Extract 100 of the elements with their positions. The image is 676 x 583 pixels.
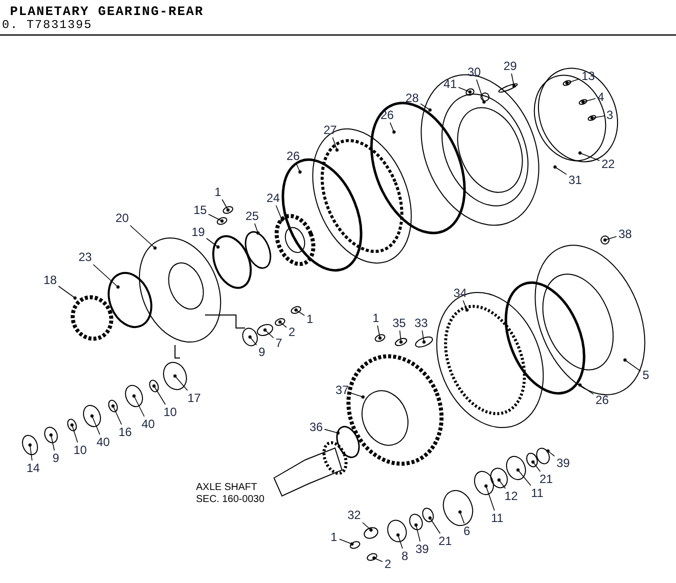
leader-line <box>516 468 532 486</box>
leader-line <box>28 443 32 461</box>
leader-line <box>484 484 495 511</box>
leader-line <box>173 374 188 391</box>
callout-number: 41 <box>442 78 458 90</box>
shaft-note: AXLE SHAFT SEC. 160-0030 <box>196 482 266 506</box>
leader-line <box>578 383 594 395</box>
callout-number: 32 <box>346 508 362 522</box>
callout-number: 13 <box>580 70 596 82</box>
leader-line <box>294 308 305 316</box>
leader-line <box>458 510 465 524</box>
callout-number: 5 <box>642 368 650 382</box>
callout-number: 1 <box>372 312 380 324</box>
leader-line <box>565 78 580 85</box>
leader-line <box>462 300 469 312</box>
callout-number: 38 <box>618 228 633 240</box>
callout-number: 39 <box>556 456 571 470</box>
title: PLANETARY GEARING-REAR <box>10 4 204 19</box>
callout-number: 40 <box>140 418 156 430</box>
callout-number: 37 <box>334 384 350 396</box>
leader-line <box>90 414 100 435</box>
leader-line <box>152 384 166 405</box>
leader-line <box>132 394 145 417</box>
callout-number: 3 <box>606 108 614 122</box>
callout-number: 19 <box>190 226 206 238</box>
leader-line <box>590 116 605 120</box>
part-number: 0. T7831395 <box>2 18 92 32</box>
leader-line <box>254 223 260 235</box>
callout-number: 1 <box>330 530 338 544</box>
leader-line <box>420 103 432 112</box>
leader-line <box>332 137 339 152</box>
callout-number: 23 <box>78 250 93 264</box>
leader-line <box>458 87 472 94</box>
callout-number: 2 <box>288 326 296 338</box>
leader-line <box>222 199 230 212</box>
leader-line <box>339 538 354 546</box>
leader-line <box>324 428 340 435</box>
leader-line <box>49 433 55 451</box>
leader-line <box>414 523 421 542</box>
callout-number: 24 <box>266 192 281 204</box>
callout-number: 39 <box>414 542 430 556</box>
callout-number: 6 <box>462 524 472 538</box>
callout-number: 21 <box>538 472 554 486</box>
callout-number: 12 <box>504 490 519 502</box>
leader-line <box>399 330 403 344</box>
leader-line <box>263 328 274 338</box>
leader-line <box>206 238 220 249</box>
callout-number: 10 <box>72 444 88 456</box>
leader-line <box>248 335 257 346</box>
callout-number: 33 <box>414 316 429 330</box>
callout-number: 11 <box>490 512 504 524</box>
callout-number: 26 <box>380 108 395 122</box>
leader-line <box>497 478 506 489</box>
leader-line <box>428 516 440 534</box>
leader-line <box>553 165 567 175</box>
callout-number: 9 <box>258 346 266 358</box>
callout-number: 17 <box>186 392 202 404</box>
callout-number: 30 <box>466 66 482 78</box>
leader-line <box>581 98 596 104</box>
callout-number: 2 <box>384 558 392 570</box>
leader-line <box>296 163 302 174</box>
callout-number: 11 <box>530 486 544 500</box>
leader-line <box>350 392 365 399</box>
callout-number: 36 <box>308 420 324 434</box>
leader-line <box>372 556 383 562</box>
callout-number: 9 <box>52 452 60 464</box>
leader-line <box>58 286 77 300</box>
leader-line <box>377 325 382 340</box>
callout-number: 20 <box>114 212 130 224</box>
callout-number: 26 <box>286 150 301 162</box>
callout-number: 29 <box>502 60 518 72</box>
callout-number: 40 <box>96 436 111 448</box>
callout-number: 28 <box>404 92 420 104</box>
callout-number: 16 <box>118 426 133 438</box>
callout-number: 22 <box>600 158 616 170</box>
callout-number: 1 <box>306 312 314 326</box>
callout-number: 26 <box>594 394 610 406</box>
leader-line <box>278 320 287 328</box>
leader-line <box>623 358 641 372</box>
callout-number: 4 <box>596 90 606 104</box>
callout-number: 1 <box>214 186 222 198</box>
leader-line <box>208 214 224 223</box>
leader-line <box>70 423 78 443</box>
leader-line <box>546 449 555 457</box>
leader-line <box>276 205 284 222</box>
leader-line <box>362 522 373 532</box>
callout-number: 18 <box>42 274 58 286</box>
callout-number: 27 <box>322 124 338 136</box>
leader-line <box>396 533 403 549</box>
callout-number: 14 <box>26 462 41 474</box>
leader-line <box>111 404 122 425</box>
leader-line <box>92 264 120 289</box>
callout-number: 8 <box>400 550 410 562</box>
callout-number: 25 <box>244 210 260 222</box>
callout-number: 34 <box>452 286 468 300</box>
leader-line <box>390 122 396 134</box>
callout-number: 7 <box>274 336 284 350</box>
leader-line <box>130 225 157 250</box>
callout-number: 35 <box>392 316 407 330</box>
callout-number: 21 <box>438 534 453 548</box>
